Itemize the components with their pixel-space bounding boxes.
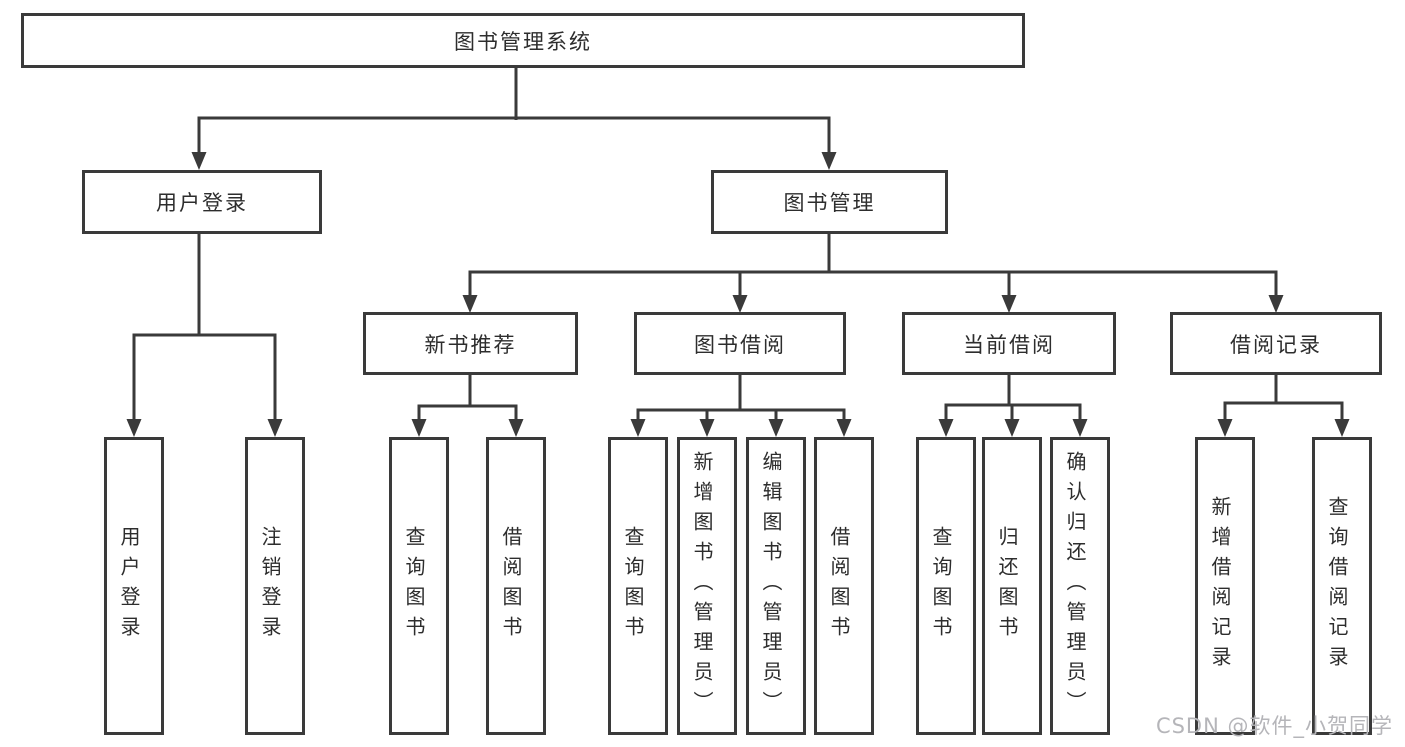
leaf-borrow-books-recommend: 借阅图书 <box>486 437 546 735</box>
node-borrowing-records: 借阅记录 <box>1170 312 1382 375</box>
node-user-login: 用户登录 <box>82 170 322 234</box>
leaf-query-borrow-record: 查询借阅记录 <box>1312 437 1372 735</box>
node-root-library-system: 图书管理系统 <box>21 13 1025 68</box>
leaf-add-books-admin: 新增图书（管理员） <box>677 437 737 735</box>
node-current-borrowing: 当前借阅 <box>902 312 1116 375</box>
leaf-logout: 注销登录 <box>245 437 305 735</box>
leaf-borrow-books-borrowing: 借阅图书 <box>814 437 874 735</box>
leaf-edit-books-admin: 编辑图书（管理员） <box>746 437 806 735</box>
leaf-user-login: 用户登录 <box>104 437 164 735</box>
leaf-add-borrow-record: 新增借阅记录 <box>1195 437 1255 735</box>
connector-segments <box>132 68 1344 421</box>
node-book-borrowing: 图书借阅 <box>634 312 846 375</box>
leaf-return-books: 归还图书 <box>982 437 1042 735</box>
csdn-watermark: CSDN @软件_小贺同学 <box>1155 714 1393 738</box>
leaf-confirm-return-admin: 确认归还（管理员） <box>1050 437 1110 735</box>
leaf-query-books-current: 查询图书 <box>916 437 976 735</box>
node-new-book-recommend: 新书推荐 <box>363 312 578 375</box>
node-book-management: 图书管理 <box>711 170 948 234</box>
leaf-query-books-borrowing: 查询图书 <box>608 437 668 735</box>
leaf-query-books-recommend: 查询图书 <box>389 437 449 735</box>
